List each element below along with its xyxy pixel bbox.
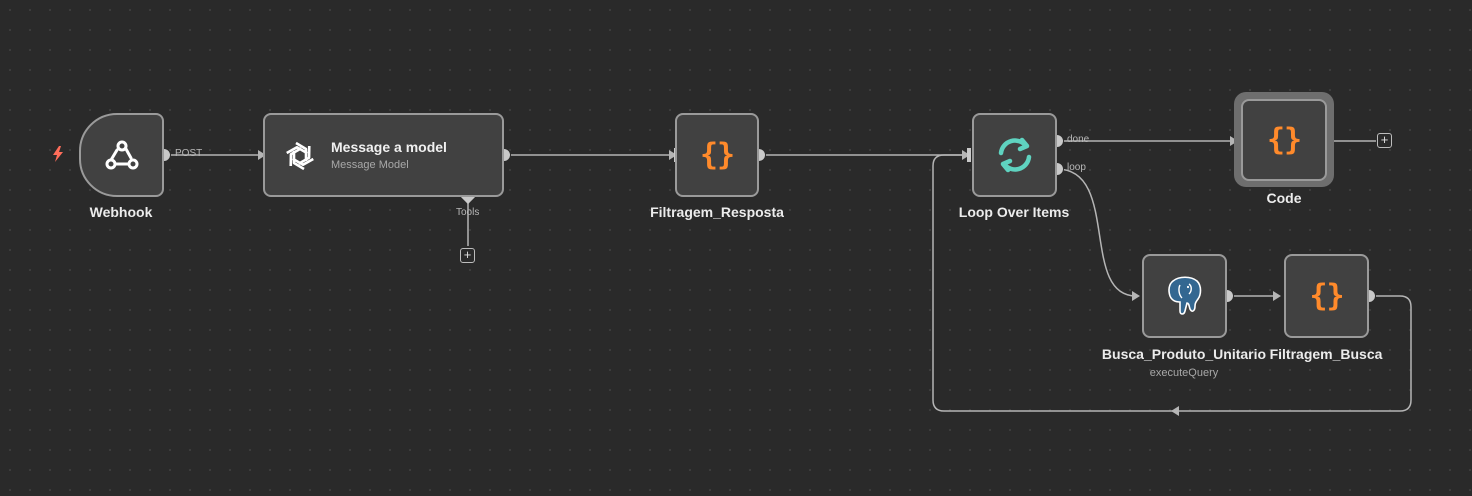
loop-over-items-label: Loop Over Items xyxy=(958,204,1070,220)
busca-produto-subtitle: executeQuery xyxy=(1149,367,1219,379)
webhook-node[interactable] xyxy=(79,113,164,197)
filtragem-busca-label: Filtragem_Busca xyxy=(1269,346,1383,362)
loop-output-label: loop xyxy=(1067,162,1086,173)
input-port xyxy=(967,148,971,162)
done-output-label: done xyxy=(1067,134,1090,145)
loop-icon xyxy=(995,136,1035,174)
arrowhead xyxy=(962,150,970,160)
message-model-title: Message a model xyxy=(331,139,447,155)
openai-icon xyxy=(281,137,319,180)
message-model-subtitle: Message Model xyxy=(331,159,409,171)
code-braces-icon: {} xyxy=(1266,122,1302,158)
post-output-label: POST xyxy=(175,148,203,159)
add-node-button[interactable]: + xyxy=(1377,133,1392,148)
arrowhead xyxy=(669,150,677,160)
code-node[interactable]: {} xyxy=(1241,99,1327,181)
busca-produto-unitario-node[interactable] xyxy=(1142,254,1227,338)
webhook-label: Webhook xyxy=(89,204,153,220)
code-braces-icon: {} xyxy=(1309,278,1344,314)
loop-over-items-node[interactable] xyxy=(972,113,1057,197)
filtragem-resposta-node[interactable]: {} xyxy=(675,113,759,197)
postgres-elephant-icon xyxy=(1165,275,1205,317)
tools-label: Tools xyxy=(456,207,480,218)
message-model-node[interactable]: Message a model Message Model xyxy=(263,113,504,197)
arrowhead xyxy=(258,150,266,160)
arrowhead xyxy=(1273,291,1281,301)
add-tool-button[interactable]: + xyxy=(460,248,475,263)
code-label: Code xyxy=(1266,190,1302,206)
busca-produto-unitario-label: Busca_Produto_Unitario xyxy=(1101,346,1267,362)
lightning-bolt-icon xyxy=(51,146,65,167)
filtragem-busca-node[interactable]: {} xyxy=(1284,254,1369,338)
arrowhead xyxy=(1132,291,1140,301)
webhook-icon xyxy=(103,137,141,173)
filtragem-resposta-label: Filtragem_Resposta xyxy=(650,204,784,220)
arrowhead xyxy=(1171,406,1179,416)
edge-loop-to-busca-produto xyxy=(1056,168,1137,297)
code-braces-icon: {} xyxy=(699,137,735,173)
